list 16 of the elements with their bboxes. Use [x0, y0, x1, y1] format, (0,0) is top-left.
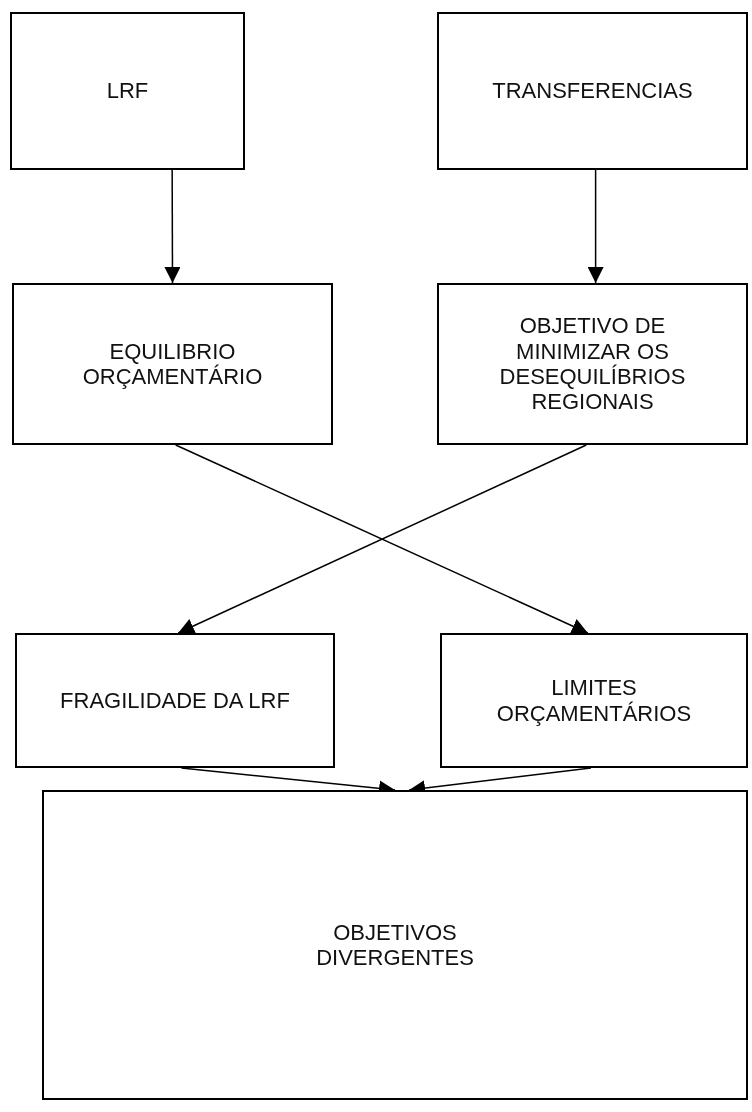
box-label: LIMITES ORÇAMENTÁRIOS [495, 675, 693, 726]
arrow [164, 169, 181, 284]
process-box [10, 12, 245, 170]
box-label: OBJETIVO DE MINIMIZAR OS DESEQUILÍBRIOS REGIONAIS [498, 313, 687, 415]
box-label: OBJETIVOS DIVERGENTES [315, 919, 475, 971]
process-box [15, 633, 335, 768]
process-box [42, 790, 748, 1100]
process-box [440, 633, 748, 768]
process-box [437, 283, 748, 445]
box-label: TRANSFERENCIAS [491, 78, 694, 104]
box-label: LRF [105, 78, 150, 104]
process-box [437, 12, 748, 170]
box-label: FRAGILIDADE DA LRF [59, 687, 291, 714]
box-label: EQUILIBRIO ORÇAMENTÁRIO [81, 338, 264, 390]
process-box [12, 283, 333, 445]
arrow [587, 169, 604, 284]
